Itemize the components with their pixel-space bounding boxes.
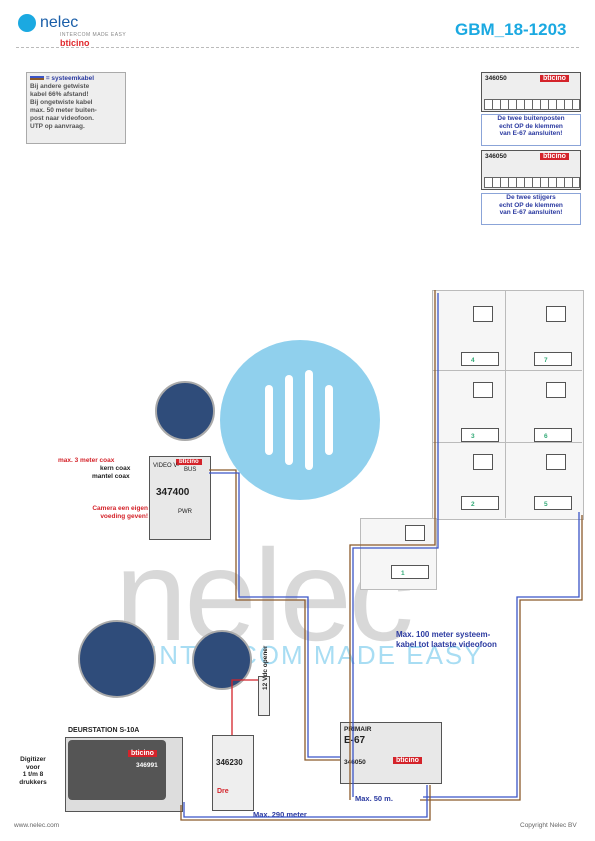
wire-brown xyxy=(420,515,583,801)
magnifier-circle xyxy=(78,620,156,698)
legend-line: UTP op aanvraag. xyxy=(30,123,85,130)
interface-module: 346230 Dre xyxy=(212,735,254,811)
wire-blue xyxy=(352,293,439,797)
doorstation-brand: bticino xyxy=(128,750,157,757)
monitor-number: 1 xyxy=(401,570,405,577)
coax-shield-note: mantel coax xyxy=(92,473,130,480)
wire-blue xyxy=(209,472,340,758)
doorstation: bticino 346991 xyxy=(65,737,183,812)
terminal-strip xyxy=(484,177,580,188)
camera-module: bticino 347400 VIDEO V- BUS PWR xyxy=(149,456,211,540)
monitor-number: 4 xyxy=(471,357,475,364)
monitor-number: 3 xyxy=(471,433,475,440)
wire-brown xyxy=(209,469,340,761)
wire-brown xyxy=(349,290,436,800)
footer-copyright: Copyright Nelec BV xyxy=(520,822,577,829)
e67-brand: bticino xyxy=(393,757,422,764)
e67-code: E-67 xyxy=(344,735,366,746)
e67-supply: PRIMAIR E-67 346050 bticino xyxy=(340,722,442,784)
monitor-number: 6 xyxy=(544,433,548,440)
wire-blue xyxy=(183,785,428,818)
legend-head: = systeemkabel xyxy=(30,75,122,83)
wire-brown xyxy=(180,785,431,821)
coax-core-note: kern coax xyxy=(100,465,131,472)
monitor-grid-hline xyxy=(432,442,582,443)
page-title: GBM_18-1203 xyxy=(455,20,567,39)
videophone-1: 1 xyxy=(360,518,437,590)
legend-box: = systeemkabel Bij andere getwiste kabel… xyxy=(26,72,126,144)
monitor-number: 7 xyxy=(544,357,548,364)
watermark-logo-icon xyxy=(220,340,380,500)
monitor-number: 5 xyxy=(544,501,548,508)
legend-line: kabel 66% afstand! xyxy=(30,91,89,98)
monitor-grid-vline xyxy=(505,290,506,518)
supply-code: 346050 xyxy=(485,75,507,82)
videophone-5: 5 xyxy=(510,448,572,514)
doorstation-label: DEURSTATION S-10A xyxy=(68,727,140,734)
door-opener xyxy=(258,676,270,716)
legend-line: Bij ongetwiste kabel xyxy=(30,99,93,106)
supply-brand: bticino xyxy=(540,153,569,160)
monitor-number: 2 xyxy=(471,501,475,508)
e67-sub: 346050 xyxy=(344,759,366,766)
coax-note: max. 3 meter coax xyxy=(58,457,115,464)
video-label: VIDEO V- xyxy=(153,463,180,469)
max100-note: Max. 100 meter systeem-kabel tot laatste… xyxy=(396,630,497,649)
pwr-label: PWR xyxy=(178,509,192,515)
max290-note: Max. 290 meter xyxy=(253,810,307,819)
monitor-grid xyxy=(432,290,584,520)
magnifier-circle xyxy=(155,381,215,441)
logo-sub: INTERCOM MADE EASY xyxy=(60,32,127,38)
wire-brown xyxy=(231,679,258,735)
watermark-bars xyxy=(265,370,335,470)
monitor-grid-hline xyxy=(432,370,582,371)
legend-line: max. 50 meter buiten- xyxy=(30,107,97,114)
videophone-3: 3 xyxy=(437,376,499,442)
e67-primary: PRIMAIR xyxy=(344,726,372,733)
legend-line: Bij andere getwiste xyxy=(30,83,90,90)
logo-brand: bticino xyxy=(60,38,90,48)
bus-label: BUS xyxy=(184,467,197,473)
supply-code: 346050 xyxy=(485,153,507,160)
videophone-4: 4 xyxy=(437,300,499,366)
terminal-strip xyxy=(484,99,580,110)
supply-brand: bticino xyxy=(540,75,569,82)
wire-blue xyxy=(423,512,580,798)
legend-line: post naar videofoon. xyxy=(30,115,94,122)
videophone-6: 6 xyxy=(510,376,572,442)
supply-top: 346050 bticino xyxy=(481,72,581,112)
supply-bottom: 346050 bticino xyxy=(481,150,581,190)
max50-note: Max. 50 m. xyxy=(355,794,393,803)
nelec-logo-icon xyxy=(18,14,36,32)
logo-text: nelec xyxy=(40,14,79,31)
footer-url: www.nelec.com xyxy=(14,822,60,829)
videophone-2: 2 xyxy=(437,448,499,514)
header-divider xyxy=(16,47,579,48)
doorstation-code: 346991 xyxy=(136,762,158,769)
videophone-7: 7 xyxy=(510,300,572,366)
interface-code: 346230 xyxy=(216,758,243,767)
camera-code: 347400 xyxy=(156,487,190,498)
interface-brand: Dre xyxy=(217,788,229,795)
camera-brand: bticino xyxy=(176,459,202,465)
